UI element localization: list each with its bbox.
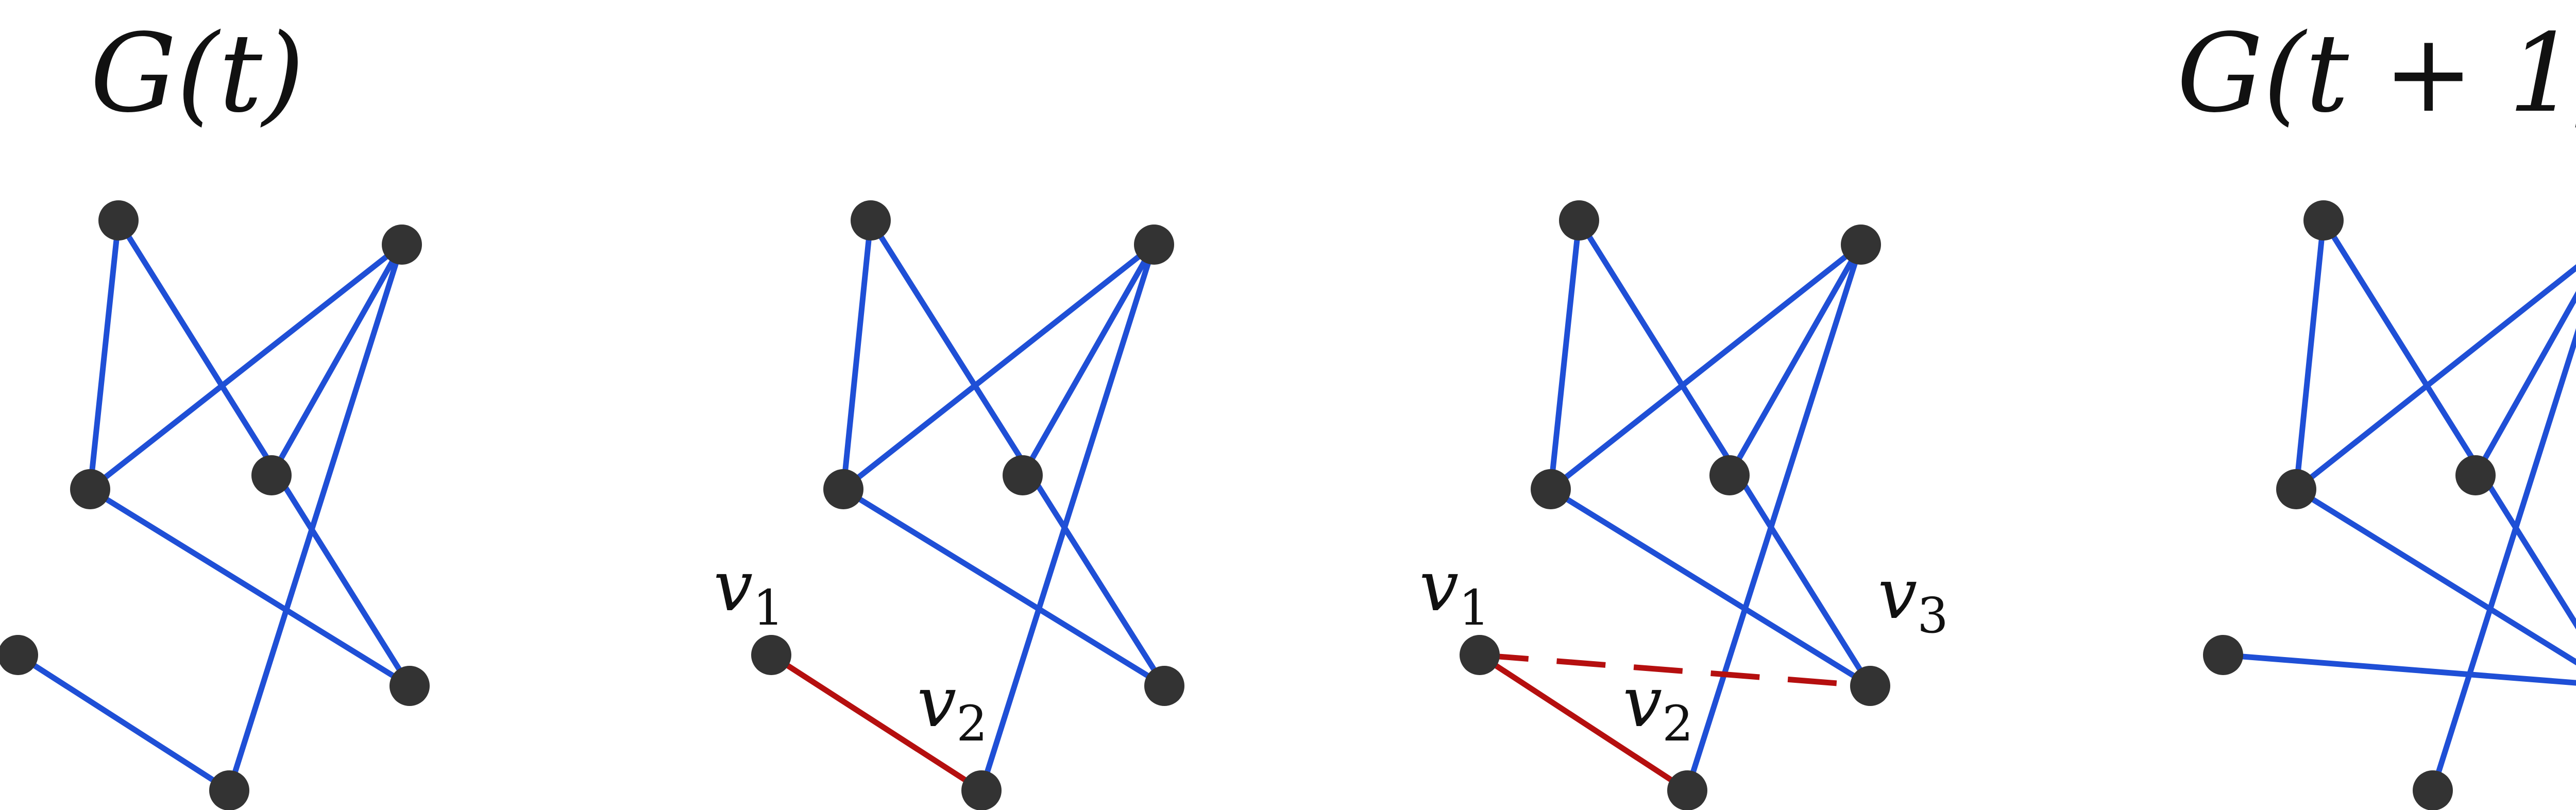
edge-v1-v3 [2220,652,2576,686]
edge [2293,217,2327,492]
node [2203,635,2243,675]
edge [87,217,122,492]
node-v1 [1460,635,1500,675]
edge [978,242,1157,794]
node [1144,666,1184,706]
edge [840,217,874,492]
edge [226,242,405,794]
edge [1548,242,1864,492]
edge [268,242,405,478]
node [823,469,863,509]
edge [2430,328,2576,794]
node [1531,469,1571,509]
panel-graph-t [0,200,430,810]
node [851,200,891,240]
edge [868,217,1167,689]
edge [1684,242,1864,794]
node [98,200,139,240]
node [1003,455,1043,495]
edge [87,242,405,492]
edge-v1-v2 [768,652,985,794]
edge-v1-v3-dashed [1479,652,1871,689]
title-g-t-plus-1: G(t + 1) [2177,10,2576,136]
label-v3: v3 [1878,554,1948,644]
edge [840,486,1167,689]
edge [2293,264,2576,492]
title-g-t: G(t) [90,10,304,136]
edge [115,217,413,689]
node [389,666,430,706]
edge [87,486,413,689]
node [209,770,249,810]
edge [1548,217,1582,492]
edge [2472,291,2576,478]
label-v1: v1 [1419,546,1490,636]
node [251,455,292,495]
node-v1 [751,635,791,675]
node [1841,225,1881,265]
node [2276,469,2316,509]
edge [1020,242,1157,478]
node [2413,770,2453,810]
edge [1548,486,1873,689]
edge-v1-v2 [1477,652,1690,794]
edge [1576,217,1873,689]
node [382,225,422,265]
label-v1: v1 [714,546,784,636]
edge [840,242,1157,492]
edge [2293,486,2576,666]
node [1709,455,1750,495]
panel-rewire [1460,200,1890,810]
label-v2: v2 [917,662,988,752]
node-v2 [1667,770,1707,810]
edge [1726,242,1864,478]
node [2455,455,2496,495]
node [1559,200,1599,240]
panel-graph-t-plus-1 [2203,200,2576,810]
panel-edge-selected [751,200,1184,810]
node [70,469,110,509]
node-v3 [1850,666,1890,706]
edge [15,652,232,794]
node-v2 [961,770,1002,810]
node [2303,200,2344,240]
edge [2320,217,2576,630]
node [1134,225,1174,265]
label-v2: v2 [1623,662,1693,752]
node [0,635,38,675]
